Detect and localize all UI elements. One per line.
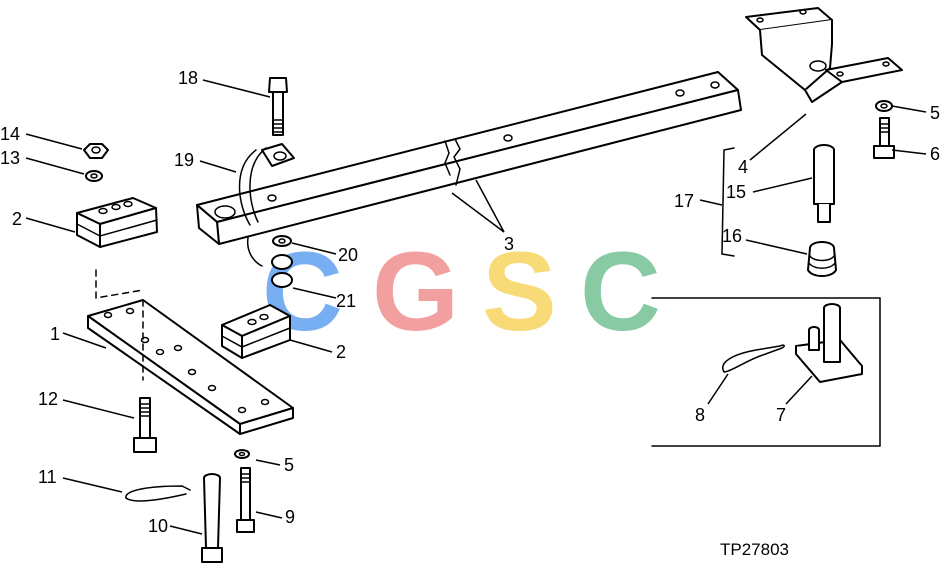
callout-3: 3 — [504, 234, 514, 254]
callout-15: 15 — [726, 182, 746, 202]
callout-labels: 18 19 14 13 2 1 12 11 10 5 9 2 20 21 3 4… — [0, 68, 940, 536]
nut-14 — [83, 143, 109, 159]
callout-6: 6 — [930, 144, 940, 164]
bracket-17 — [721, 147, 735, 257]
callout-1: 1 — [50, 324, 60, 344]
callout-19: 19 — [174, 150, 194, 170]
bolt-18 — [268, 77, 288, 136]
callout-9: 9 — [285, 507, 295, 527]
callout-21: 21 — [336, 291, 356, 311]
figure-code: TP27803 — [720, 540, 789, 559]
callout-5-bottom: 5 — [284, 455, 294, 475]
spacer-block-right — [221, 304, 291, 359]
washer-nut-20-21 — [271, 235, 293, 288]
callout-2-left: 2 — [12, 209, 22, 229]
watermark: C G S C — [262, 229, 661, 354]
callout-11: 11 — [38, 467, 57, 487]
callout-20: 20 — [338, 245, 358, 265]
leader-lines — [25, 79, 927, 535]
pin-15 — [813, 144, 835, 223]
callout-8: 8 — [695, 405, 705, 425]
washer-5-bottom — [234, 449, 250, 459]
watermark-letter-2: G — [372, 229, 459, 354]
watermark-letter-4: C — [580, 229, 661, 354]
spacer-block-left — [76, 197, 158, 248]
callout-18: 18 — [178, 68, 198, 88]
bolt-12 — [133, 397, 157, 453]
callout-2-right: 2 — [336, 342, 346, 362]
callout-10: 10 — [148, 516, 168, 536]
callout-5-right: 5 — [930, 103, 940, 123]
clamp — [238, 143, 295, 267]
bushing-16 — [807, 241, 837, 277]
callout-14: 14 — [0, 124, 20, 144]
callout-16: 16 — [722, 226, 742, 246]
bolt-9 — [236, 467, 255, 533]
watermark-letter-3: S — [482, 229, 557, 354]
callout-17: 17 — [674, 191, 694, 211]
callout-7: 7 — [776, 405, 786, 425]
bolt-6 — [873, 117, 895, 159]
callout-4: 4 — [738, 157, 748, 177]
bracket-4 — [745, 7, 903, 103]
hitch-pin-11 — [125, 485, 191, 502]
callout-12: 12 — [38, 389, 58, 409]
washer-13 — [85, 170, 103, 182]
callout-13: 13 — [0, 148, 20, 168]
washer-5-right — [875, 100, 893, 112]
drawbar — [196, 71, 742, 245]
alignment-lines — [95, 269, 144, 381]
inset-box — [651, 297, 881, 447]
plate-1 — [87, 299, 294, 435]
drawbar-pin-10 — [201, 473, 223, 563]
